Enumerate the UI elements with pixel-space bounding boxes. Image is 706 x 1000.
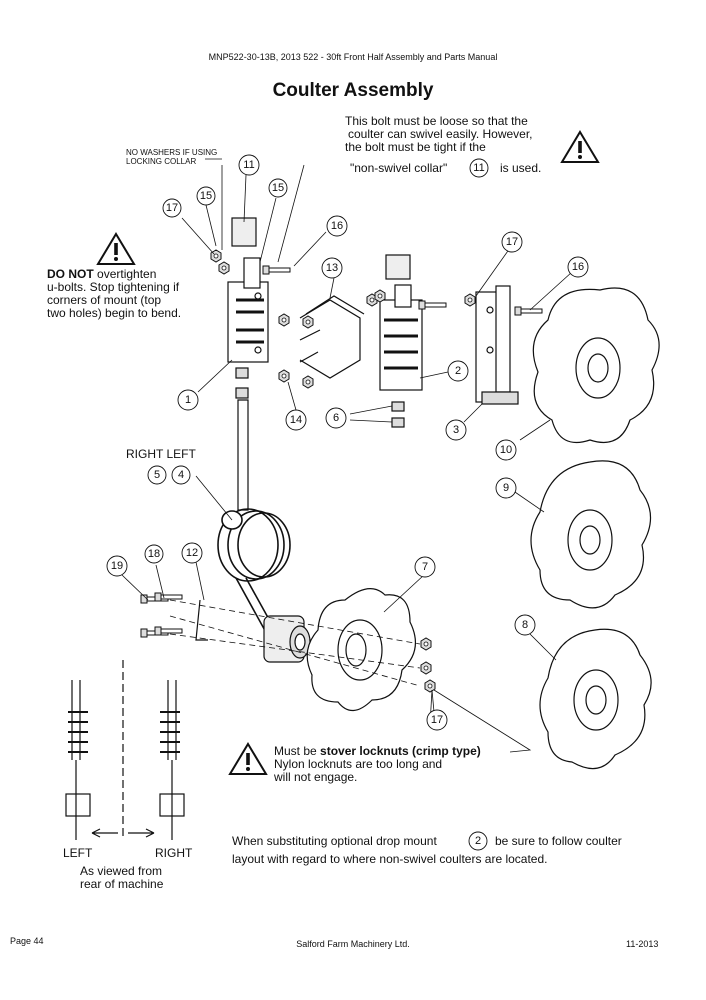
swivel-note-line2: coulter can swivel easily. However,: [348, 127, 533, 141]
callout-12: 12: [181, 542, 203, 564]
callout-label: 18: [148, 548, 160, 560]
locknut-note-line2: Nylon locknuts are too long and: [274, 757, 443, 771]
callout-13: 13: [321, 257, 343, 279]
drop-mount-note-line1a: When substituting optional drop mount: [232, 834, 437, 848]
callout-label: 12: [186, 547, 198, 559]
coulter-blade-7: [306, 588, 417, 712]
page-title: Coulter Assembly: [272, 80, 434, 101]
viewed-from-line2: rear of machine: [80, 877, 164, 891]
do-not-note-line4: two holes) begin to bend.: [47, 306, 182, 320]
callout-18: 18: [144, 544, 164, 564]
rear-view-sketch: [65, 660, 185, 840]
callout-label: 17: [166, 202, 178, 214]
callout-11: 11: [238, 154, 260, 176]
callout-label: 14: [290, 414, 302, 426]
locknut-prefix: Must be: [274, 744, 317, 758]
no-washers-line1: NO WASHERS IF USING: [126, 148, 218, 157]
coulter-blade-8: [539, 628, 652, 770]
locknut-note-line1: Must be stover locknuts (crimp type): [274, 745, 481, 758]
callout-label: 15: [272, 182, 284, 194]
left-label: LEFT: [63, 846, 93, 860]
callout-label: 6: [333, 412, 339, 424]
footer-company: Salford Farm Machinery Ltd.: [296, 939, 410, 949]
callout-17: 17: [501, 231, 523, 253]
coulter-blade-9: [530, 460, 652, 609]
callout-14: 14: [285, 409, 307, 431]
callout-label: 11: [473, 162, 484, 174]
callout-label: 10: [500, 444, 512, 456]
no-washers-line2: LOCKING COLLAR: [126, 157, 197, 166]
callout-2: 2: [468, 831, 488, 851]
warning-icon: [97, 233, 135, 265]
callout-label: 2: [475, 835, 481, 847]
callout-7: 7: [414, 556, 436, 578]
swivel-note-line3: the bolt must be tight if the: [345, 140, 486, 154]
non-swivel-mount: [475, 285, 519, 405]
callout-label: 16: [331, 220, 343, 232]
drop-mount-note-line1b: be sure to follow coulter: [495, 834, 622, 848]
swivel-note-line4a: "non-swivel collar": [350, 161, 448, 175]
callout-16: 16: [326, 215, 348, 237]
do-not-rest: overtighten: [97, 267, 157, 281]
callout-label: 5: [154, 469, 160, 481]
callout-6: 6: [325, 407, 347, 429]
drop-mount-note-line2: layout with regard to where non-swivel c…: [232, 852, 548, 866]
footer-page: Page 44: [10, 936, 44, 946]
callout-label: 16: [572, 261, 584, 273]
do-not-note-line3: corners of mount (top: [47, 293, 162, 307]
callout-label: 4: [178, 469, 184, 481]
footer-date: 11-2013: [626, 939, 659, 949]
warning-icon: [561, 131, 599, 163]
callout-15: 15: [196, 186, 216, 206]
do-not-emphasis: DO NOT: [47, 267, 94, 281]
swivel-note-line1: This bolt must be loose so that the: [345, 114, 528, 128]
callout-17: 17: [162, 198, 182, 218]
do-not-note-line2: u-bolts. Stop tightening if: [47, 280, 180, 294]
callout-16: 16: [567, 256, 589, 278]
callout-2: 2: [447, 360, 469, 382]
swivel-mount-left: [227, 217, 269, 511]
callout-8: 8: [514, 614, 536, 636]
callout-label: 2: [455, 365, 461, 377]
callout-17: 17: [426, 709, 448, 731]
callout-9: 9: [495, 477, 517, 499]
callout-label: 19: [111, 560, 123, 572]
page-header: MNP522-30-13B, 2013 522 - 30ft Front Hal…: [208, 52, 498, 62]
callout-label: 3: [453, 424, 459, 436]
callout-label: 17: [431, 714, 443, 726]
u-bolts: [299, 295, 365, 379]
drop-mount-center: [379, 254, 423, 428]
callout-label: 11: [243, 159, 254, 171]
part-callouts: 11 15 15 17 16 13 17 16 2 1 14 6 3 10 5 4 9 19 18 12 7 8 17 11 2: [106, 154, 589, 851]
callout-label: 1: [185, 394, 191, 406]
callout-label: 17: [506, 236, 518, 248]
locknut-emphasis: stover locknuts (crimp type): [320, 744, 481, 758]
callout-1: 1: [177, 389, 199, 411]
callout-5: 5: [147, 465, 167, 485]
callout-19: 19: [106, 555, 128, 577]
callout-10: 10: [495, 439, 517, 461]
callout-label: 9: [503, 482, 509, 494]
warning-icon: [229, 743, 267, 775]
viewed-from-line1: As viewed from: [80, 864, 163, 878]
do-not-note-line1: DO NOT overtighten: [47, 268, 156, 281]
callout-11: 11: [469, 158, 489, 178]
callout-label: 7: [422, 561, 428, 573]
callout-15: 15: [268, 178, 288, 198]
right-label: RIGHT: [155, 846, 193, 860]
callout-3: 3: [445, 419, 467, 441]
callout-4: 4: [171, 465, 191, 485]
right-left-label: RIGHT LEFT: [126, 447, 196, 461]
callout-label: 15: [200, 190, 212, 202]
swivel-note-line4b: is used.: [500, 161, 542, 175]
callout-label: 13: [326, 262, 338, 274]
locknut-note-line3: will not engage.: [274, 770, 358, 784]
callout-label: 8: [522, 619, 528, 631]
coulter-blade-10: [532, 287, 660, 444]
